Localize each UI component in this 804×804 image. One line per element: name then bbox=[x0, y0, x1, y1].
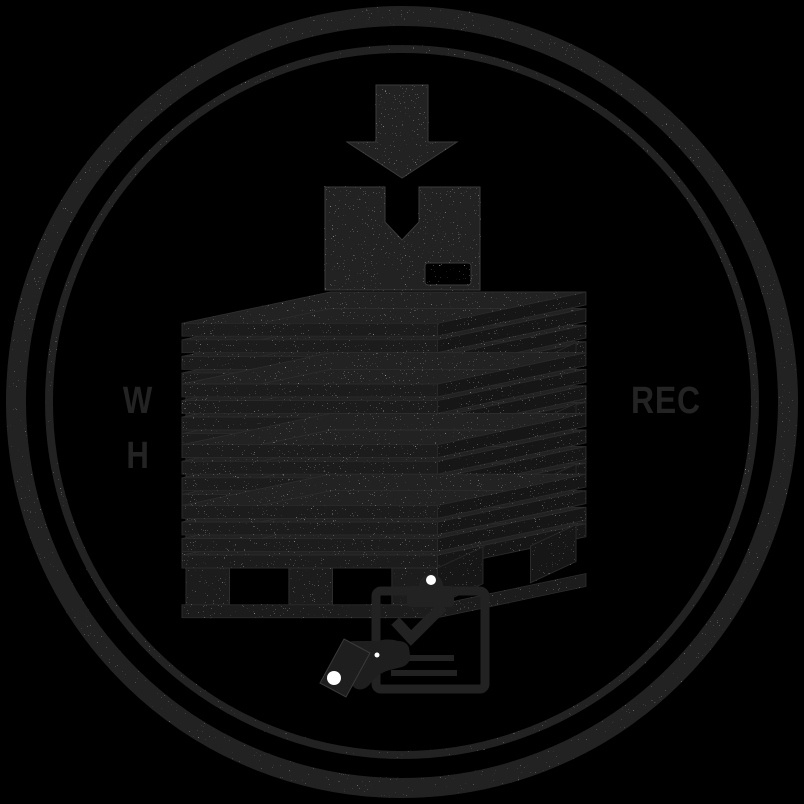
clipboard-line-1 bbox=[406, 655, 454, 661]
outer-ring bbox=[6, 6, 798, 798]
label-left-top: W bbox=[122, 380, 154, 422]
inner-ring bbox=[45, 45, 759, 759]
down-arrow-icon bbox=[345, 84, 459, 179]
carton-box-icon bbox=[324, 186, 481, 291]
label-right: REC bbox=[631, 380, 701, 422]
box-label-patch bbox=[424, 262, 472, 286]
clipboard-clip bbox=[407, 586, 454, 607]
clipboard-line-2 bbox=[391, 670, 457, 676]
badge-ring-group bbox=[6, 6, 798, 798]
checkmark-icon bbox=[391, 602, 447, 646]
knuckle-dot bbox=[374, 652, 380, 658]
clipboard-clip-hole bbox=[426, 575, 436, 585]
label-left-bottom: H bbox=[126, 435, 150, 477]
cuff-button bbox=[327, 671, 341, 685]
clipboard-check-icon bbox=[319, 574, 490, 698]
clipboard-board bbox=[371, 586, 490, 694]
